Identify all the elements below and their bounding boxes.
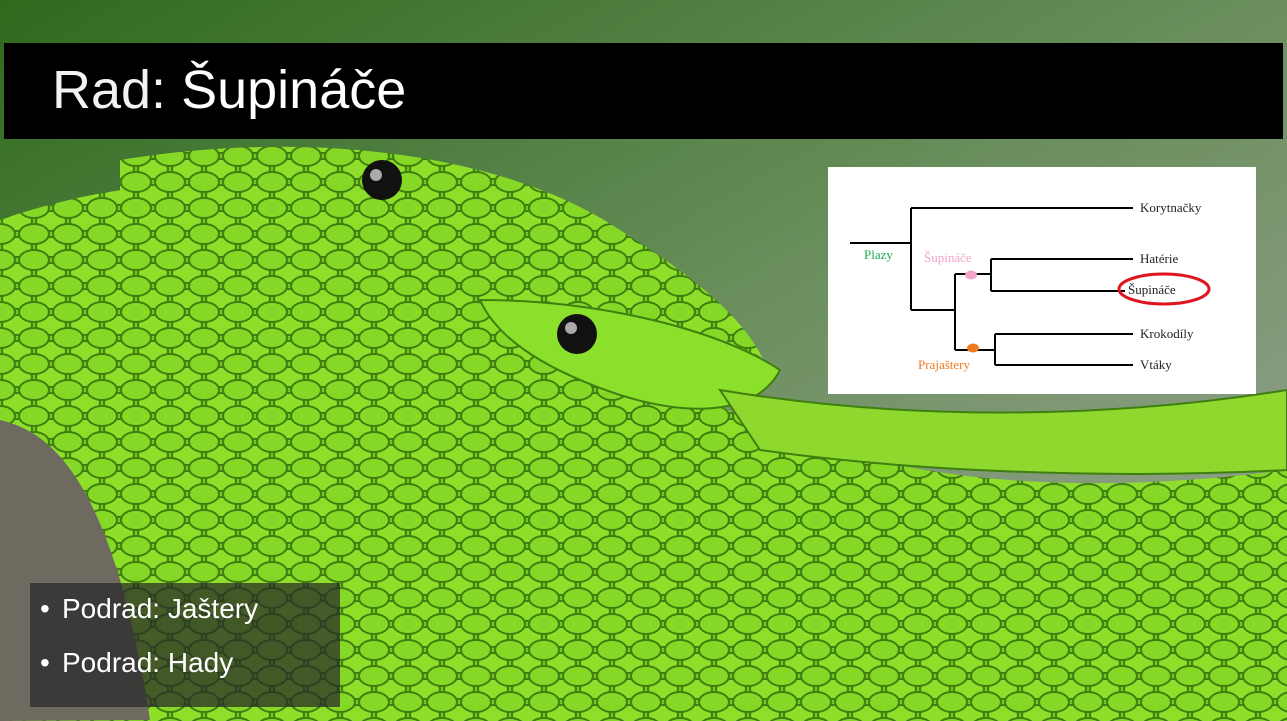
- bullet-text-1: Podrad: Jaštery: [62, 593, 259, 624]
- clade-label-prajastery: Prajaštery: [918, 357, 970, 372]
- leaf-supinace: Šupináče: [1128, 282, 1176, 297]
- clade-label-plazy: Plazy: [864, 247, 893, 262]
- archosauria-node: [967, 343, 979, 353]
- leaf-korytnacky: Korytnačky: [1140, 200, 1202, 215]
- phylogenetic-tree: Korytnačky Hatérie Šupináče Krokodíly Vt…: [828, 167, 1256, 394]
- bullet-text-2: Podrad: Hady: [62, 647, 234, 678]
- highlight-circle: [1117, 272, 1211, 306]
- slide-title: Rad: Šupináče: [52, 54, 406, 126]
- title-prefix: Rad:: [52, 60, 167, 120]
- title-main: Šupináče: [181, 60, 407, 120]
- leaf-krokodily: Krokodíly: [1140, 326, 1194, 341]
- bullet-dot-icon: •: [40, 593, 50, 624]
- lepidosauria-node: [965, 270, 977, 280]
- bullet-item-2: • Podrad: Hady: [40, 647, 233, 679]
- title-bar: [4, 43, 1283, 139]
- bullet-dot-icon: •: [40, 647, 50, 678]
- leaf-vtaky: Vtáky: [1140, 357, 1172, 372]
- bullet-list: • Podrad: Jaštery • Podrad: Hady: [30, 583, 340, 707]
- leaf-haterie: Hatérie: [1140, 251, 1178, 266]
- clade-label-supinace: Šupináče: [924, 250, 972, 265]
- bullet-item-1: • Podrad: Jaštery: [40, 593, 258, 625]
- phylogenetic-tree-diagram: Korytnačky Hatérie Šupináče Krokodíly Vt…: [850, 200, 1211, 372]
